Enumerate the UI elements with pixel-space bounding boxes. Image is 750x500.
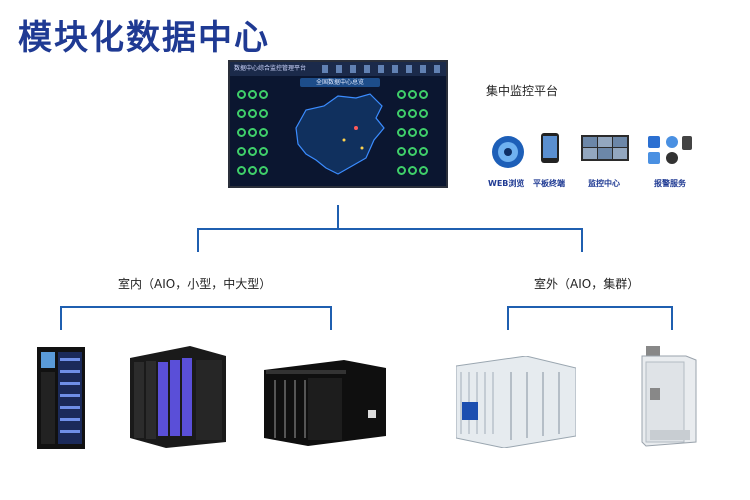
outdoor-branch-label: 室外（AIO，集群） (534, 277, 640, 291)
aio-rack-cabinet (37, 347, 85, 449)
monitoring-screen: 数据中心综合监控管理平台 全国数据中心总览 (228, 60, 448, 188)
outdoor-bar (507, 306, 673, 308)
outdoor-container (456, 356, 576, 448)
client-label-alarm: 报警服务 (654, 179, 686, 188)
connector-left-drop (197, 228, 199, 252)
screen-topbar: 数据中心综合监控管理平台 (230, 62, 446, 76)
client-label-monitor: 监控中心 (588, 179, 620, 188)
page-title: 模块化数据中心 (18, 18, 270, 58)
platform-label: 集中监控平台 (486, 84, 559, 98)
outdoor-drop-right (671, 306, 673, 330)
map-title: 全国数据中心总览 (315, 79, 364, 86)
connector-right-drop (581, 228, 583, 252)
client-label-tablet: 平板终端 (533, 179, 565, 188)
left-gauges (236, 86, 280, 182)
screen-title: 数据中心综合监控管理平台 (234, 65, 307, 72)
outdoor-aio-cabinet (641, 346, 697, 447)
indoor-drop-right (330, 306, 332, 330)
china-map-icon (295, 93, 385, 175)
indoor-branch-label: 室内（AIO，小型，中大型） (118, 277, 272, 291)
monitor-center-icon (581, 135, 629, 161)
outdoor-drop-left (507, 306, 509, 330)
toolbar-icons (322, 65, 442, 73)
right-gauges (396, 86, 440, 182)
web-browser-icon (492, 136, 524, 168)
tablet-icon (541, 133, 559, 163)
small-module-cabinets (130, 346, 226, 448)
map-title-bar: 全国数据中心总览 (300, 78, 380, 87)
connector-top-bar (197, 228, 583, 230)
indoor-bar (60, 306, 332, 308)
connector-trunk (337, 205, 339, 229)
client-label-web: WEB浏览 (488, 179, 525, 188)
alarm-service-icon (648, 136, 692, 164)
indoor-drop-left (60, 306, 62, 330)
large-module-container (264, 360, 386, 446)
